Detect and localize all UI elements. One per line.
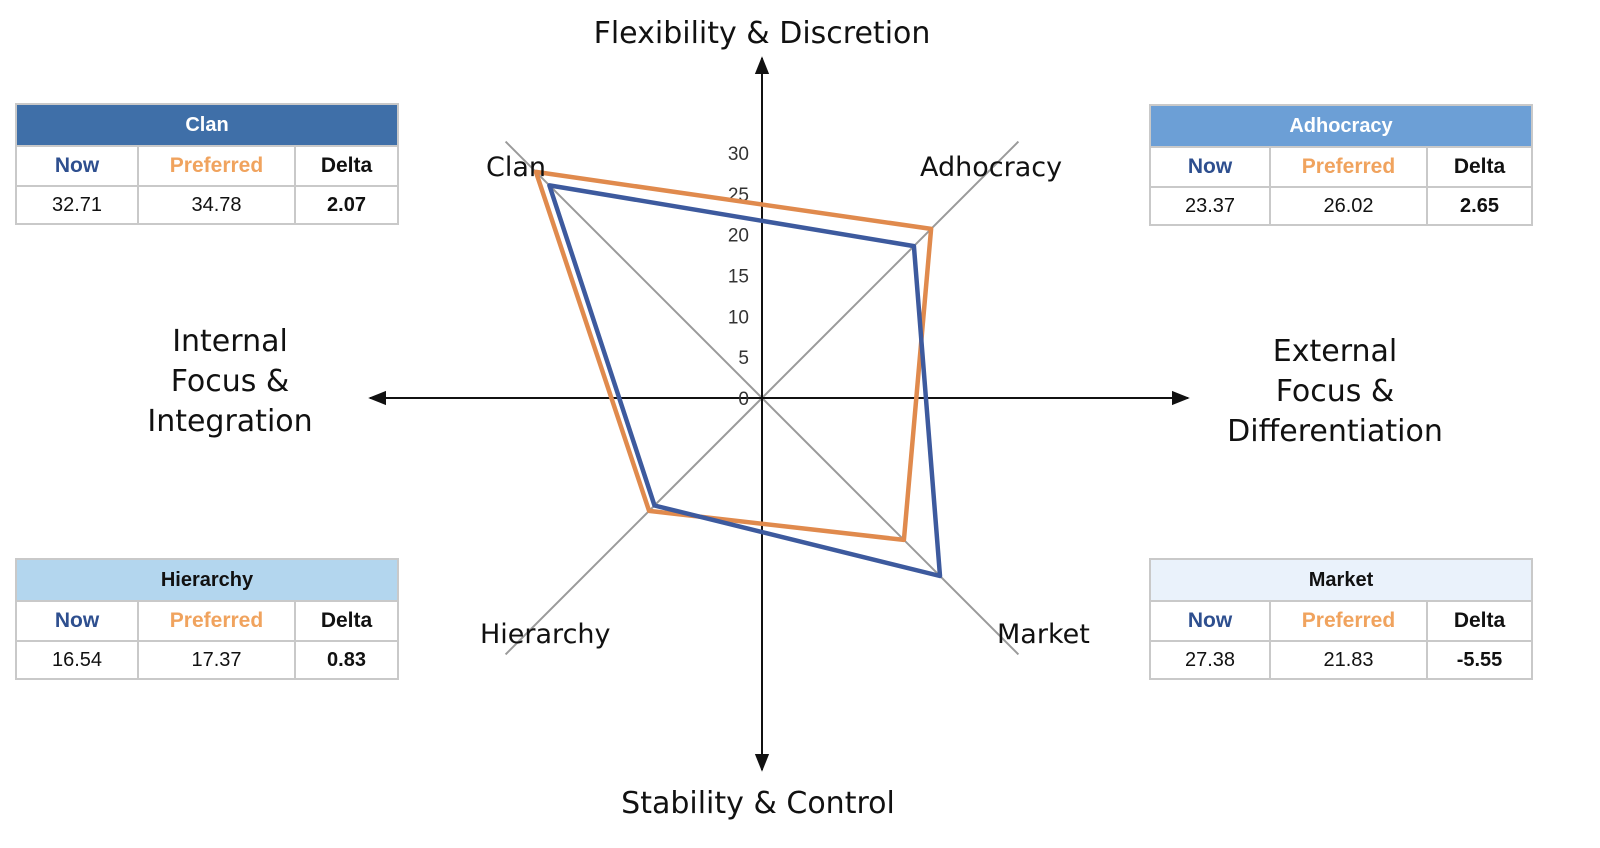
hierarchy-now-value: 16.54 — [15, 640, 139, 680]
axis-title-bottom: Stability & Control — [621, 786, 895, 821]
market-table-title: Market — [1149, 558, 1533, 602]
clan-now-header: Now — [15, 145, 139, 187]
clan-delta-header: Delta — [294, 145, 399, 187]
tick-label: 10 — [728, 307, 749, 328]
axis-title-right: External Focus & Differentiation — [1227, 334, 1443, 449]
adhocracy-preferred-value: 26.02 — [1269, 186, 1428, 226]
tick-label: 20 — [728, 226, 749, 247]
market-delta-header: Delta — [1426, 600, 1533, 642]
axis-title-top: Flexibility & Discretion — [593, 16, 931, 51]
clan-now-value: 32.71 — [15, 185, 139, 225]
hierarchy-delta-value: 0.83 — [294, 640, 399, 680]
hierarchy-table-title: Hierarchy — [15, 558, 399, 602]
clan-preferred-value: 34.78 — [137, 185, 296, 225]
hierarchy-preferred-header: Preferred — [137, 600, 296, 642]
market-delta-value: -5.55 — [1426, 640, 1533, 680]
clan-delta-value: 2.07 — [294, 185, 399, 225]
adhocracy-delta-header: Delta — [1426, 146, 1533, 188]
tick-label: 15 — [728, 266, 749, 287]
adhocracy-delta-value: 2.65 — [1426, 186, 1533, 226]
hierarchy-delta-header: Delta — [294, 600, 399, 642]
gridline-market — [761, 397, 1020, 656]
axis-title-left: Internal Focus & Integration — [147, 324, 313, 439]
series-now-polygon — [547, 183, 943, 579]
quadrant-label-clan: Clan — [486, 152, 547, 183]
clan-preferred-header: Preferred — [137, 145, 296, 187]
adhocracy-now-value: 23.37 — [1149, 186, 1271, 226]
adhocracy-score-table: Adhocracy Now Preferred Delta 23.37 26.0… — [1149, 104, 1533, 226]
clan-score-table: Clan Now Preferred Delta 32.71 34.78 2.0… — [15, 103, 399, 225]
gridline-adhocracy — [761, 140, 1020, 399]
market-now-value: 27.38 — [1149, 640, 1271, 680]
hierarchy-score-table: Hierarchy Now Preferred Delta 16.54 17.3… — [15, 558, 399, 680]
hierarchy-now-header: Now — [15, 600, 139, 642]
quadrant-label-adhocracy: Adhocracy — [920, 152, 1063, 183]
quadrant-label-market: Market — [997, 619, 1090, 650]
market-preferred-header: Preferred — [1269, 600, 1428, 642]
market-now-header: Now — [1149, 600, 1271, 642]
tick-label: 30 — [728, 144, 749, 165]
tick-label: 5 — [738, 348, 749, 369]
quadrant-label-hierarchy: Hierarchy — [480, 619, 611, 650]
adhocracy-preferred-header: Preferred — [1269, 146, 1428, 188]
adhocracy-now-header: Now — [1149, 146, 1271, 188]
clan-table-title: Clan — [15, 103, 399, 147]
series-preferred-polygon — [533, 169, 934, 543]
gridline-hierarchy — [504, 397, 763, 656]
market-preferred-value: 21.83 — [1269, 640, 1428, 680]
adhocracy-table-title: Adhocracy — [1149, 104, 1533, 148]
market-score-table: Market Now Preferred Delta 27.38 21.83 -… — [1149, 558, 1533, 680]
hierarchy-preferred-value: 17.37 — [137, 640, 296, 680]
tick-label: 0 — [738, 389, 749, 410]
